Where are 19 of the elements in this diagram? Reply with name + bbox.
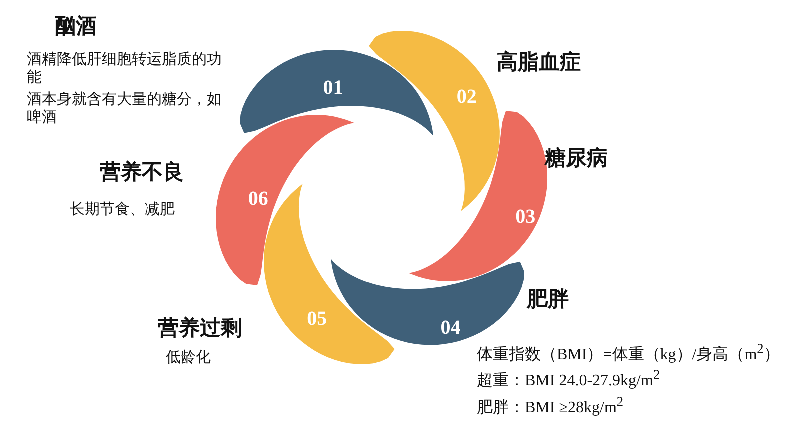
step-number: 01 xyxy=(323,78,344,98)
step-number: 06 xyxy=(248,188,268,209)
heading: 糖尿病 xyxy=(545,146,608,172)
description-text: 长期节食、减肥 xyxy=(70,200,175,218)
heading: 酗酒 xyxy=(55,14,97,40)
heading: 营养过剩 xyxy=(158,316,242,342)
step-number: 03 xyxy=(516,207,536,228)
step-number: 04 xyxy=(440,318,461,338)
description-text: 酒本身就含有大量的糖分，如啤酒 xyxy=(27,90,223,126)
step-number: 05 xyxy=(307,309,328,330)
description-text: 酒精降低肝细胞转运脂质的功能 xyxy=(27,50,223,86)
description-text: 体重指数（BMI）=体重（kg）/身高（m$^{2}$） xyxy=(477,341,780,365)
description-text: 超重：BMI 24.0-27.9kg/m$^{2}$ xyxy=(477,367,660,391)
description-text: 低龄化 xyxy=(166,348,211,366)
step-number: 02 xyxy=(456,86,477,107)
heading: 肥胖 xyxy=(527,287,569,312)
heading: 高脂血症 xyxy=(497,50,581,76)
description-text: 肥胖：BMI ≥28kg/m$^{2}$ xyxy=(477,394,624,418)
heading: 营养不良 xyxy=(100,160,184,186)
